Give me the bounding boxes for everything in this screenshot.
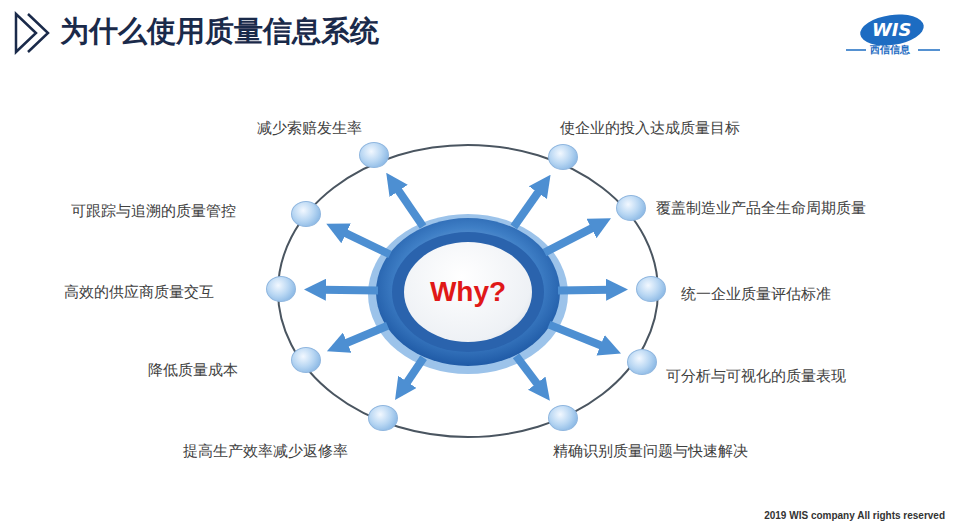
logo-rule <box>918 49 940 51</box>
center-ring <box>392 232 544 352</box>
orbit-node: 减少索赔发生率 <box>359 142 389 168</box>
radial-arrow <box>549 325 604 347</box>
orbit-node: 覆盖制造业产品全生命周期质量 <box>616 195 646 221</box>
orbit-node: 使企业的投入达成质量目标 <box>548 144 578 170</box>
orbit-circle <box>291 201 321 227</box>
benefit-label: 降低质量成本 <box>148 361 238 380</box>
orbit-node: 可分析与可视化的质量表现 <box>627 349 657 375</box>
orbit-node: 精确识别质量问题与快速解决 <box>548 405 578 431</box>
logo-rule <box>846 49 866 51</box>
orbit-ellipse <box>278 145 658 437</box>
orbit-node: 统一企业质量评估标准 <box>636 276 666 302</box>
logo-text: WIS <box>872 19 912 40</box>
orbit-circle <box>291 347 321 373</box>
benefit-label: 减少索赔发生率 <box>257 119 362 138</box>
center-text: Why? <box>430 276 506 308</box>
orbit-node: 降低质量成本 <box>291 347 321 373</box>
radial-arrow <box>344 326 388 345</box>
radial-arrow <box>514 189 540 227</box>
logo-ellipse <box>858 11 926 50</box>
orbit-circle <box>368 405 398 431</box>
radial-arrow <box>545 227 596 253</box>
logo-subtitle: 西信信息 <box>870 43 910 57</box>
radial-arrow <box>396 188 423 227</box>
benefit-label: 高效的供应商质量交互 <box>64 283 214 302</box>
title-icon <box>28 14 48 52</box>
center-ring <box>368 214 568 374</box>
benefit-label: 使企业的投入达成质量目标 <box>560 119 740 138</box>
copyright-footer: 2019 WIS company All rights reserved <box>764 510 945 521</box>
orbit-circle <box>616 195 646 221</box>
orbit-circle <box>627 349 657 375</box>
center-circle: Why? <box>404 242 532 342</box>
benefit-label: 可跟踪与追溯的质量管控 <box>71 202 236 221</box>
orbit-node: 可跟踪与追溯的质量管控 <box>291 201 321 227</box>
orbit-circle <box>636 276 666 302</box>
benefit-label: 统一企业质量评估标准 <box>681 285 831 304</box>
benefit-label: 精确识别质量问题与快速解决 <box>553 442 748 461</box>
orbit-circle <box>548 405 578 431</box>
orbit-node: 高效的供应商质量交互 <box>266 276 296 302</box>
radial-arrow <box>405 358 424 385</box>
slide-title: 为什么使用质量信息系统 <box>60 12 379 52</box>
center-ring <box>376 218 560 366</box>
benefit-label: 覆盖制造业产品全生命周期质量 <box>656 199 866 218</box>
orbit-circle <box>266 276 296 302</box>
benefit-label: 可分析与可视化的质量表现 <box>666 367 846 386</box>
orbit-circle <box>548 144 578 170</box>
benefit-label: 提高生产效率减少返修率 <box>183 442 348 461</box>
orbit-node: 提高生产效率减少返修率 <box>368 405 398 431</box>
radial-arrow <box>516 356 539 387</box>
radial-arrow <box>558 286 610 295</box>
radial-arrow <box>343 232 391 255</box>
radial-arrow <box>322 286 378 295</box>
orbit-circle <box>359 142 389 168</box>
